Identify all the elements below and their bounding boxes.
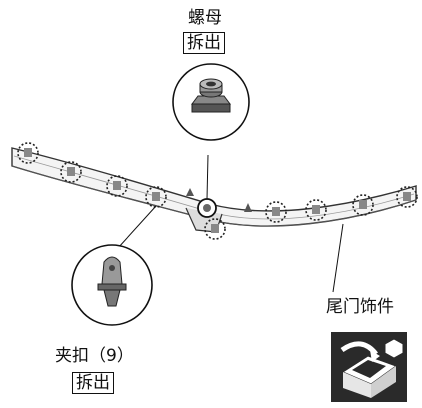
nut-callout-bubble xyxy=(172,63,250,141)
nut-action-remove: 拆出 xyxy=(183,32,225,54)
clip-marker xyxy=(305,199,327,221)
retaining-clip-icon xyxy=(97,256,127,307)
clip-marker xyxy=(145,186,167,208)
trim-label: 尾门饰件 xyxy=(326,297,394,317)
clip-marker xyxy=(396,186,418,208)
trim-studs xyxy=(186,188,252,212)
nut-leader-line xyxy=(206,154,209,200)
clip-leader-line xyxy=(117,205,157,249)
clip-callout-bubble xyxy=(71,244,153,326)
clip-location-markers xyxy=(17,142,418,240)
clip-marker xyxy=(265,201,287,223)
nut-label: 螺母 xyxy=(188,8,222,28)
clip-action-remove: 拆出 xyxy=(72,372,114,394)
clip-marker xyxy=(204,218,226,240)
clip-marker xyxy=(106,175,128,197)
trim-leader-line xyxy=(332,223,344,293)
clip-marker xyxy=(352,194,374,216)
hex-nut-icon xyxy=(191,78,231,113)
nut-location-marker xyxy=(197,198,217,218)
clip-marker xyxy=(60,161,82,183)
clip-marker xyxy=(17,142,39,164)
clip-label: 夹扣（9） xyxy=(55,346,134,366)
install-into-box-icon xyxy=(331,332,407,402)
